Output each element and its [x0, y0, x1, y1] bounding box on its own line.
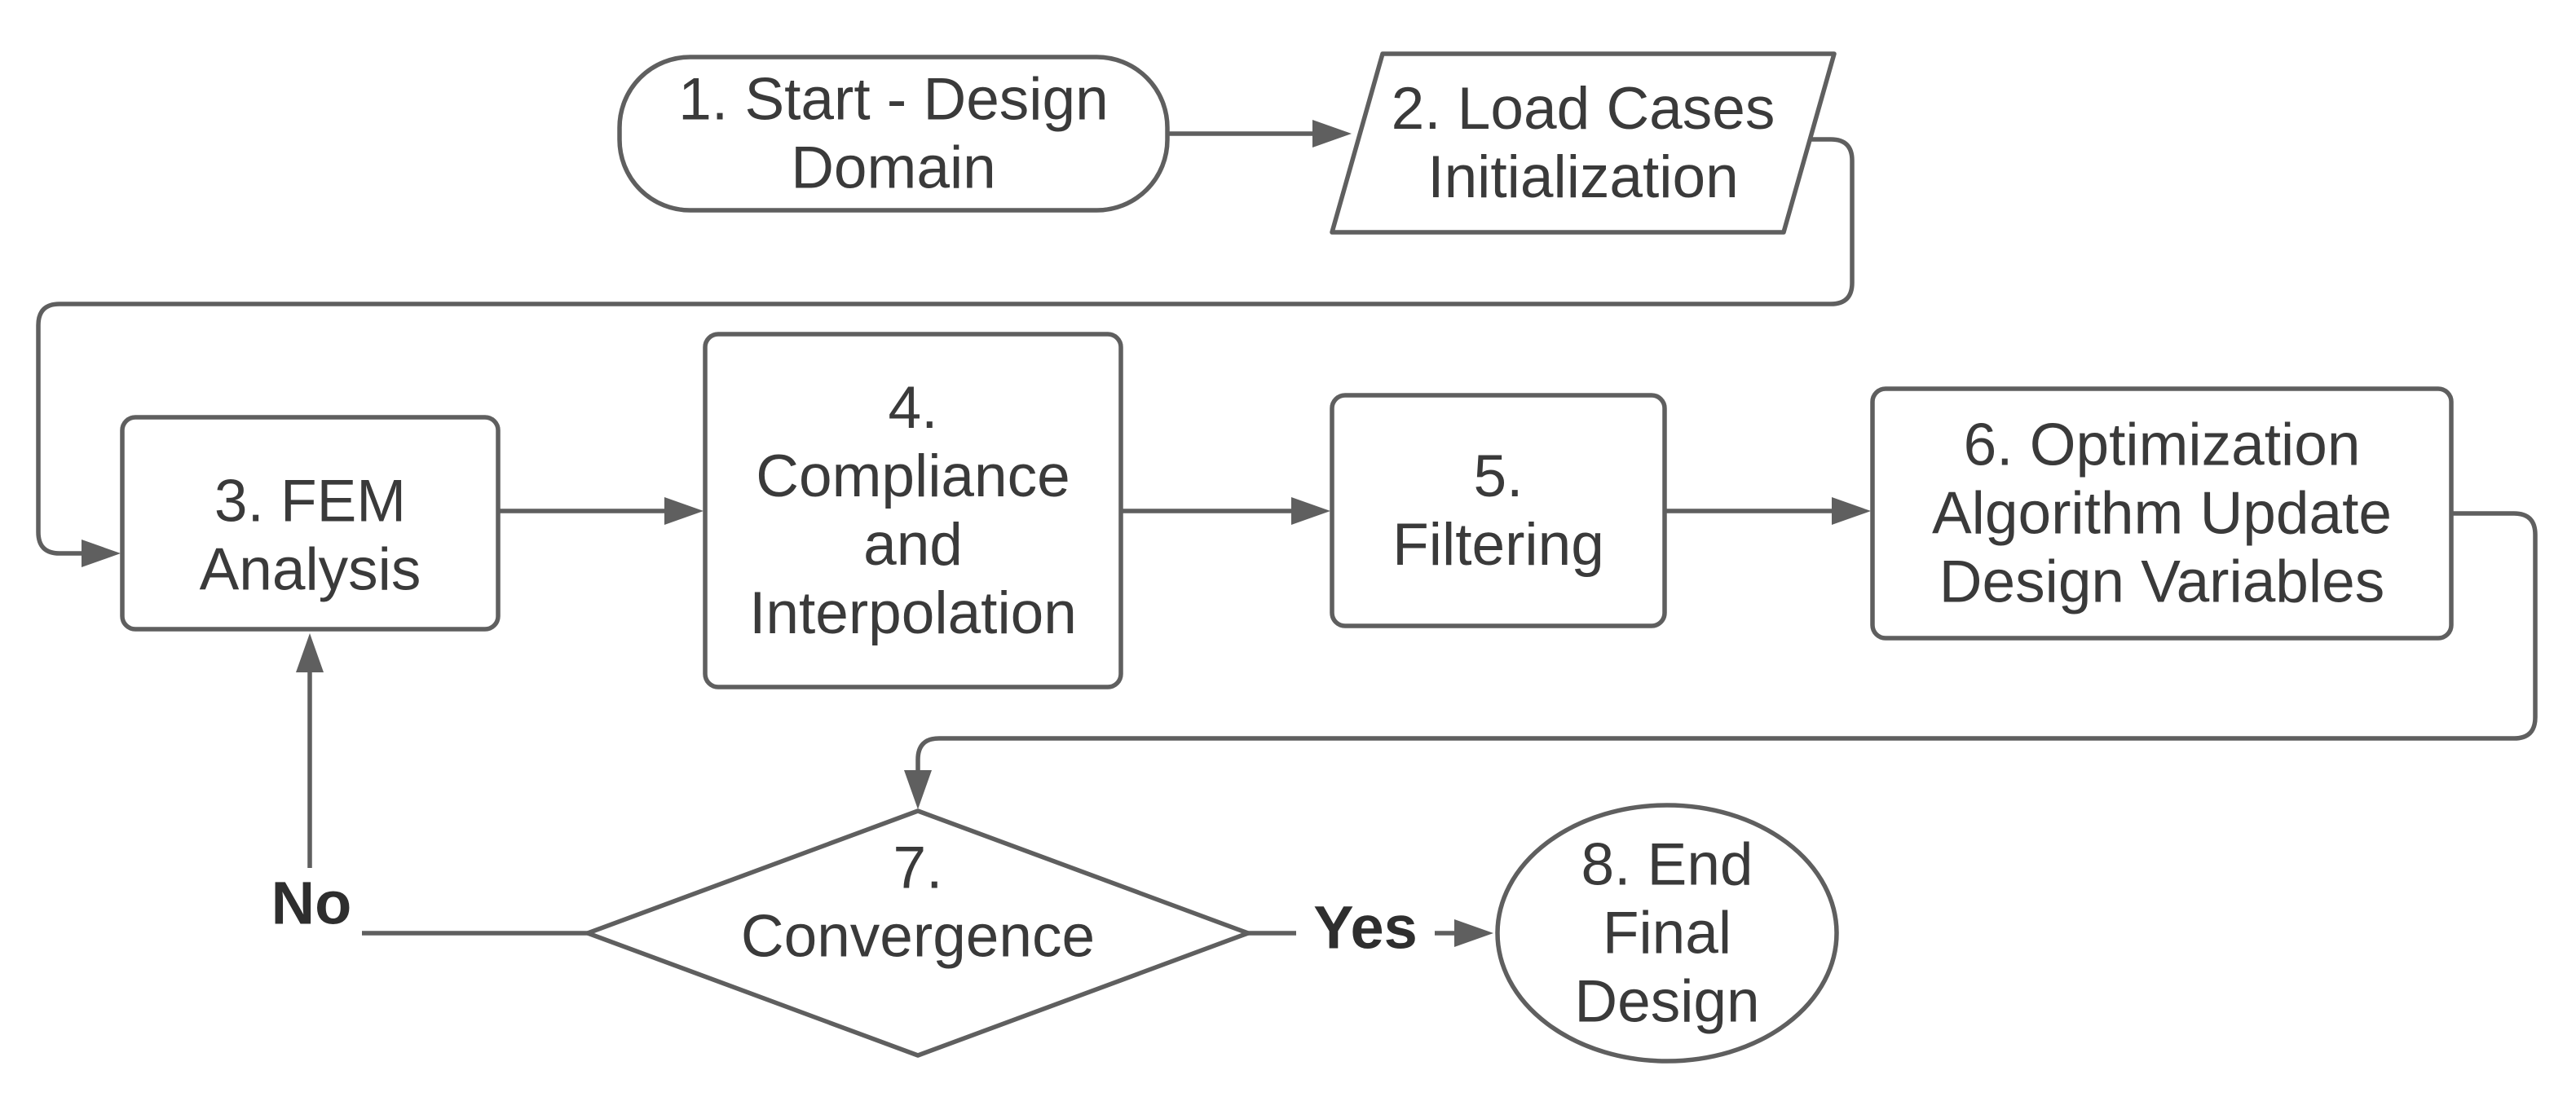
node-filtering: 5.Filtering — [1330, 393, 1667, 628]
node-filtering-shape — [1330, 393, 1667, 628]
edge-label-yes-bg — [1296, 892, 1435, 969]
node-end-shape — [1495, 803, 1839, 1064]
edge-label-no: No — [261, 868, 362, 945]
arrowhead-icon — [664, 497, 704, 525]
edge-label-no-bg — [261, 868, 362, 945]
edge-labels-layer: No Yes — [261, 868, 1435, 969]
edge-fem-to-compliance — [498, 497, 704, 525]
node-convergence-label: 7.Convergence — [741, 835, 1095, 970]
node-convergence-shape — [585, 808, 1251, 1058]
edge-start-to-load-cases — [1167, 120, 1352, 148]
edge-optimization-to-convergence-path — [915, 511, 2538, 777]
arrowhead-icon — [82, 540, 121, 567]
edge-load-cases-to-fem-path — [36, 137, 1855, 556]
edge-compliance-to-filtering — [1121, 497, 1330, 525]
node-load-cases-shape — [1330, 51, 1837, 235]
edge-label-no-text: No — [271, 870, 352, 937]
edge-label-yes-text: Yes — [1313, 894, 1418, 962]
node-compliance-shape — [703, 332, 1123, 689]
arrowhead-icon — [296, 633, 324, 672]
edge-load-cases-to-fem — [36, 137, 1855, 567]
arrowhead-icon — [1312, 120, 1352, 148]
node-optimization-shape — [1870, 386, 2454, 641]
node-start-shape — [617, 55, 1170, 213]
edge-label-yes: Yes — [1296, 892, 1435, 969]
node-convergence: 7.Convergence — [585, 808, 1251, 1058]
edge-filtering-to-optimization — [1665, 497, 1871, 525]
node-fem-analysis-shape — [120, 415, 501, 632]
arrowhead-icon — [904, 770, 932, 809]
node-filtering-label: 5.Filtering — [1392, 443, 1604, 578]
edge-optimization-to-convergence — [904, 511, 2538, 809]
arrowhead-icon — [1832, 497, 1871, 525]
arrowhead-icon — [1291, 497, 1330, 525]
arrowhead-icon — [1454, 919, 1493, 947]
